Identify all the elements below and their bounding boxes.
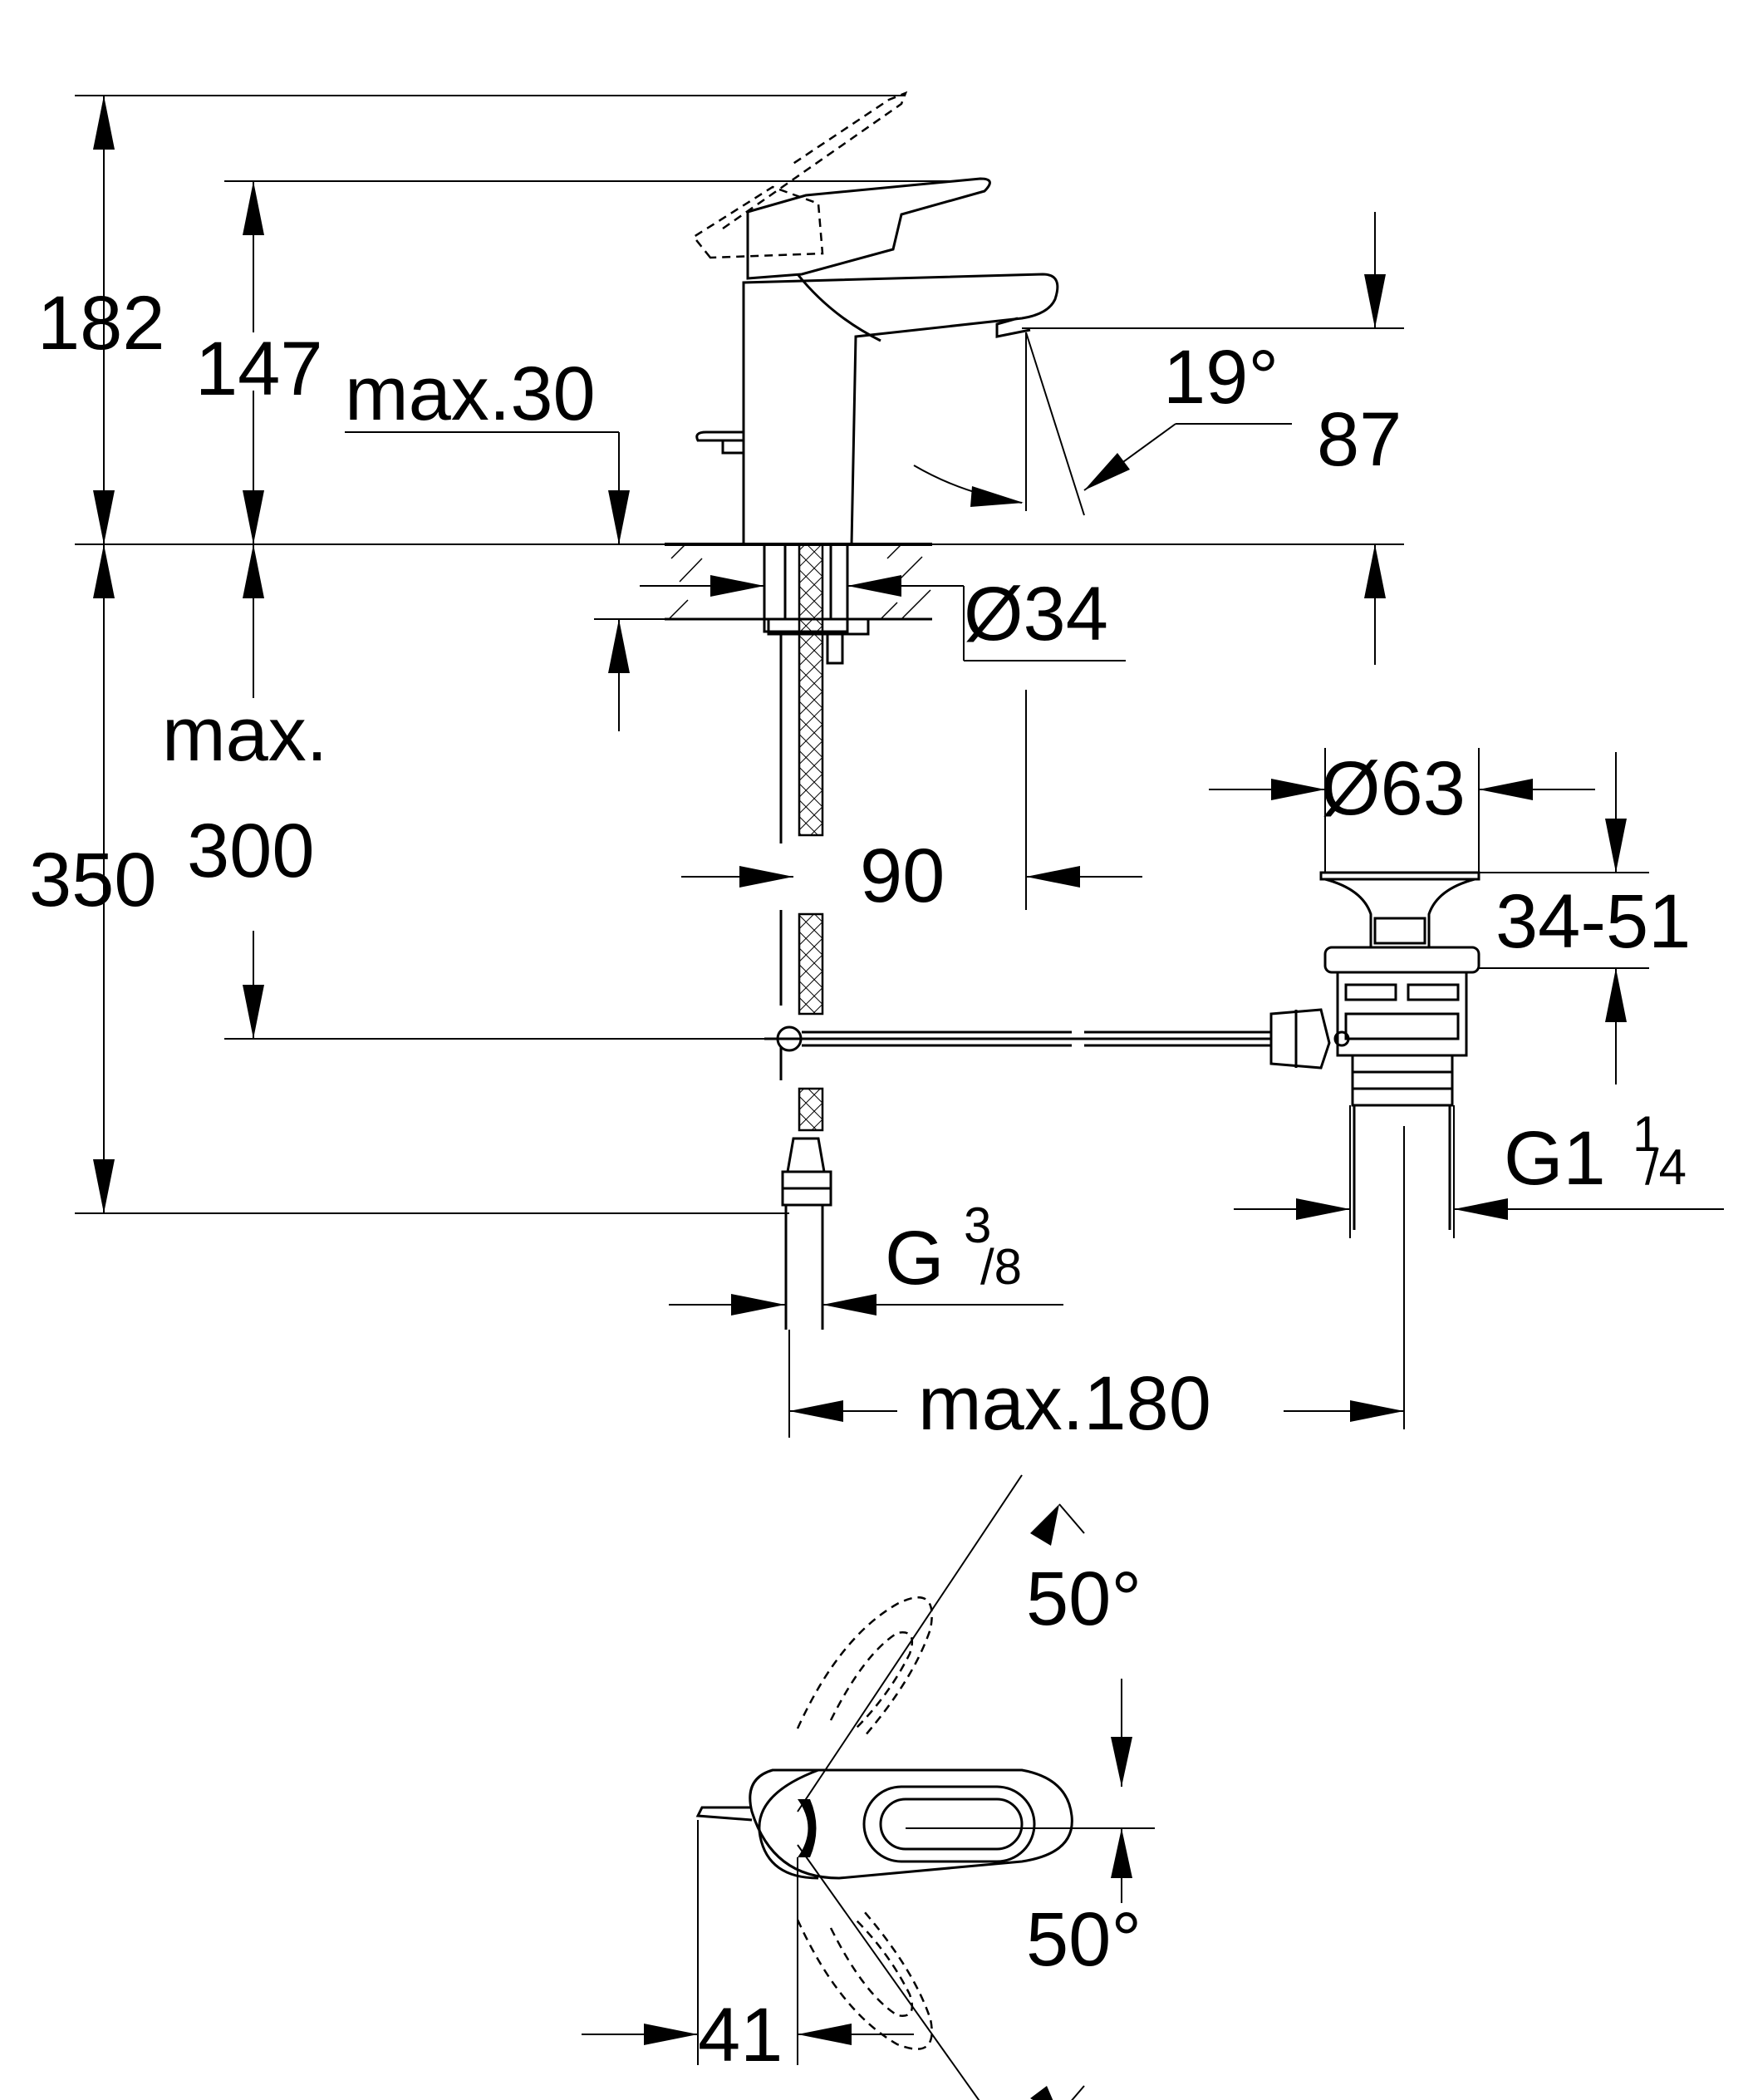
dim-350: 350 [29, 838, 157, 922]
dim-max-label: max. [162, 692, 327, 777]
dim-g1-den: /4 [1645, 1139, 1687, 1195]
dim-34-51: 34-51 [1495, 879, 1691, 964]
dim-41: 41 [698, 1993, 783, 2078]
dim-g38-num: 3 [964, 1198, 991, 1253]
dim-g1-main: G1 [1504, 1116, 1606, 1201]
lever-top-view [582, 1474, 1155, 2100]
dim-g38-den: /8 [980, 1239, 1022, 1295]
dim-g1-num: 1 [1633, 1106, 1660, 1162]
dim-19deg: 19° [1163, 335, 1279, 420]
dimension-lines [75, 95, 1724, 1438]
dim-300: 300 [187, 809, 315, 893]
dim-max180: max.180 [918, 1361, 1211, 1446]
dim-147: 147 [195, 327, 323, 411]
dim-182: 182 [37, 281, 165, 366]
dim-max30: max.30 [345, 352, 596, 436]
waste-assembly [1269, 871, 1480, 1429]
dim-50deg-bottom: 50° [1026, 1897, 1142, 1982]
dim-87: 87 [1317, 397, 1402, 482]
faucet-side-view [665, 91, 1271, 1330]
dim-dia63: Ø63 [1321, 746, 1466, 831]
dim-50deg-top: 50° [1026, 1557, 1142, 1641]
dim-g38-main: G [885, 1216, 945, 1301]
dim-dia34: Ø34 [964, 572, 1108, 657]
dim-90: 90 [860, 834, 945, 918]
